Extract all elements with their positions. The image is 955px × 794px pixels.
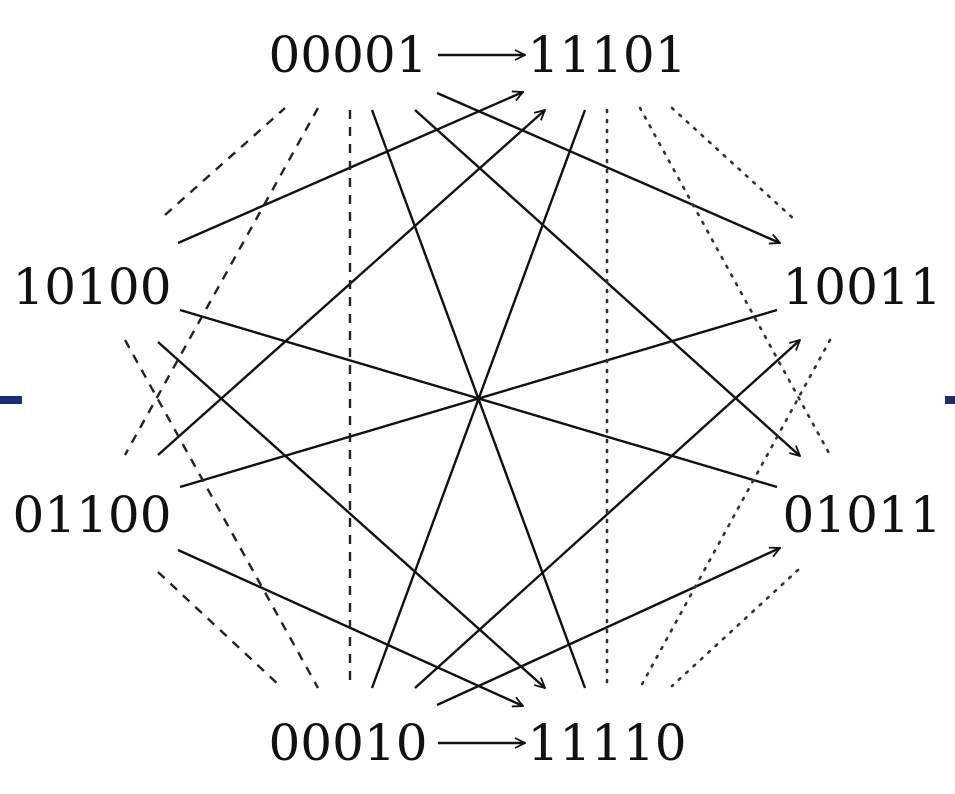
node-right-upper: 10011 <box>782 258 941 316</box>
dotted-edge <box>638 338 832 690</box>
dotted-edge <box>638 106 832 457</box>
node-left-upper: 10100 <box>12 258 171 316</box>
node-left-lower: 01100 <box>12 486 171 544</box>
node-top-left: 00001 <box>268 26 427 84</box>
edge-arrow <box>157 341 545 688</box>
node-top-right: 11101 <box>527 26 686 84</box>
dotted-edge <box>670 568 800 688</box>
edge-arrow <box>414 340 800 689</box>
edge-arrow <box>436 548 780 707</box>
dotted-edge <box>670 106 797 222</box>
dashed-edge <box>157 571 281 687</box>
dashed-edge <box>123 107 320 456</box>
node-bottom-left: 00010 <box>268 714 427 772</box>
center-line <box>179 308 778 489</box>
edge-arrow <box>157 110 545 456</box>
node-bottom-right: 11110 <box>527 714 686 772</box>
edge-arrow <box>436 91 780 243</box>
node-right-lower: 01011 <box>782 486 941 544</box>
dashed-edge <box>123 339 320 689</box>
